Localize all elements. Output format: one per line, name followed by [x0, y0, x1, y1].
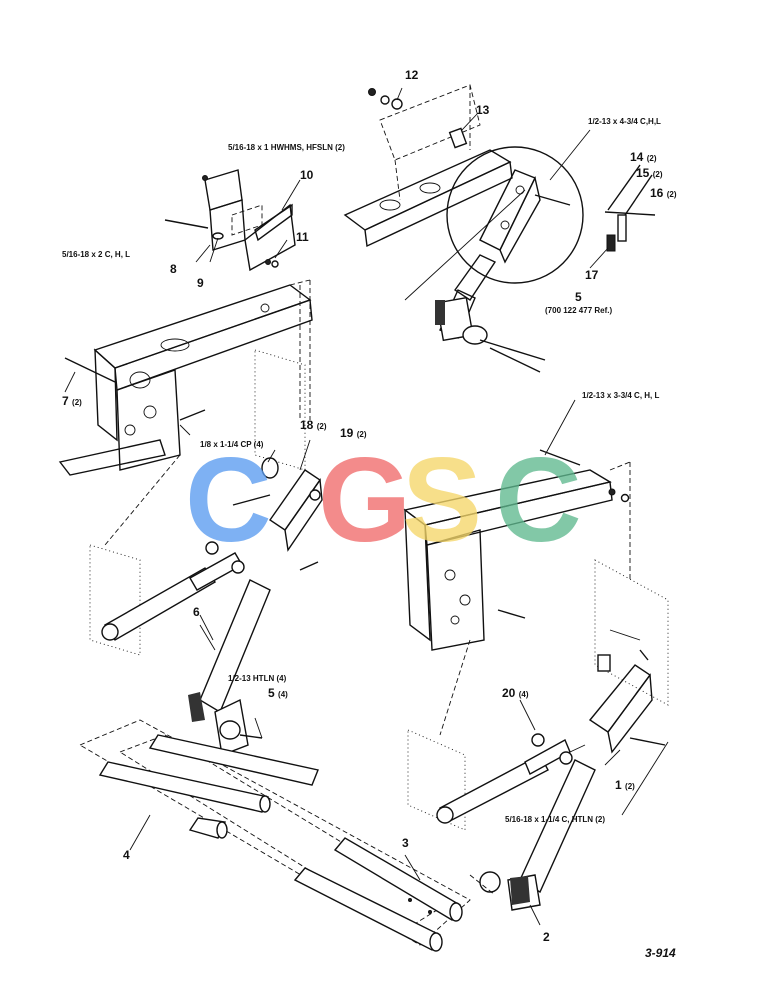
left-phantom-panel — [254, 349, 306, 471]
callout-12: 12 — [405, 68, 419, 82]
tube-icon — [448, 127, 468, 149]
callout-15: 15 (2) — [636, 166, 663, 180]
item-12-nut-washer — [368, 87, 403, 110]
callout-5b: 5 (4) — [268, 686, 288, 700]
callout-1: 1 (2) — [615, 778, 635, 792]
watermark-letter-3: S — [402, 433, 483, 567]
bolt-icon — [164, 219, 209, 229]
callout-19: 19 (2) — [340, 426, 367, 440]
tube-icon — [148, 734, 319, 786]
washer-icon — [391, 98, 403, 110]
right-main-frame — [403, 449, 631, 651]
callout-14: 14 (2) — [630, 150, 657, 164]
washer-icon — [231, 560, 245, 574]
callout-9: 9 — [197, 276, 204, 290]
tube-icon — [597, 654, 611, 672]
hardware-spec-4: 1/8 x 1-1/4 CP (4) — [200, 440, 264, 449]
callout-7: 7 (2) — [62, 394, 82, 408]
callout-5-ref: (700 122 477 Ref.) — [545, 306, 613, 315]
washer-icon — [205, 541, 219, 555]
nut-icon — [202, 175, 208, 181]
hardware-spec-3: 1/2-13 x 4-3/4 C,H,L — [588, 117, 661, 126]
callout-2: 2 — [543, 930, 550, 944]
tubes-3-4 — [78, 719, 471, 952]
callout-18: 18 (2) — [300, 418, 327, 432]
callout-6: 6 — [193, 605, 200, 619]
callout-10: 10 — [300, 168, 314, 182]
upper-right-frame — [343, 84, 584, 373]
items-8-11-bracket-assembly — [164, 169, 301, 272]
watermark-letter-2: G — [318, 433, 412, 567]
bracket-icon — [204, 169, 243, 211]
watermark-letter-4: C — [495, 433, 582, 567]
washer-icon — [559, 751, 573, 765]
figure-reference: 3-914 — [645, 946, 676, 960]
washer-icon — [531, 733, 545, 747]
washer-icon — [380, 95, 390, 105]
callout-8: 8 — [170, 262, 177, 276]
callout-5: 5 — [575, 290, 582, 304]
callout-16: 16 (2) — [650, 186, 677, 200]
right-phantom-panel — [594, 559, 669, 706]
bolt-icon — [64, 357, 116, 383]
callout-17: 17 — [585, 268, 599, 282]
leader-lines — [129, 129, 669, 926]
nut-icon — [368, 88, 376, 96]
callout-3: 3 — [402, 836, 409, 850]
left-cylinder-arm — [101, 457, 323, 756]
item-13-spacer — [448, 112, 479, 149]
hardware-spec-5: 1/2-13 x 3-3/4 C, H, L — [582, 391, 660, 400]
items-14-17-pin-assembly — [589, 164, 656, 269]
detail-circle — [446, 146, 584, 284]
callout-13: 13 — [476, 103, 490, 117]
hardware-spec-6: 1/2-13 HTLN (4) — [228, 674, 287, 683]
right-lower-phantom — [407, 729, 466, 831]
callout-4: 4 — [123, 848, 130, 862]
watermark-letter-1: C — [185, 433, 272, 567]
callout-20: 20 (4) — [502, 686, 529, 700]
hardware-spec-2: 5/16-18 x 2 C, H, L — [62, 250, 131, 259]
bolt-icon — [617, 214, 627, 242]
hardware-spec-1: 5/16-18 x 1 HWHMS, HFSLN (2) — [228, 143, 345, 152]
callout-11: 11 — [296, 230, 309, 244]
hardware-spec-7: 5/16-18 x 1-1/4 C, HTLN (2) — [505, 815, 606, 824]
right-cylinder-arm — [436, 649, 666, 911]
